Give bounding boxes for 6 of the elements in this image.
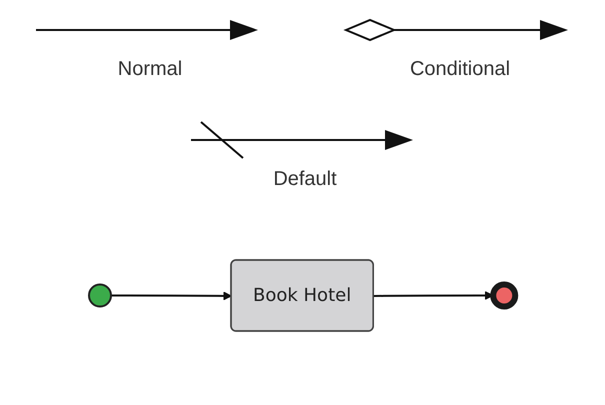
legend-label: Conditional	[408, 58, 512, 81]
legend-label: Normal	[116, 58, 184, 81]
arrow	[111, 291, 232, 300]
legend-label: Default	[272, 168, 338, 191]
node-circle	[490, 281, 519, 309]
node-circle	[88, 283, 112, 307]
